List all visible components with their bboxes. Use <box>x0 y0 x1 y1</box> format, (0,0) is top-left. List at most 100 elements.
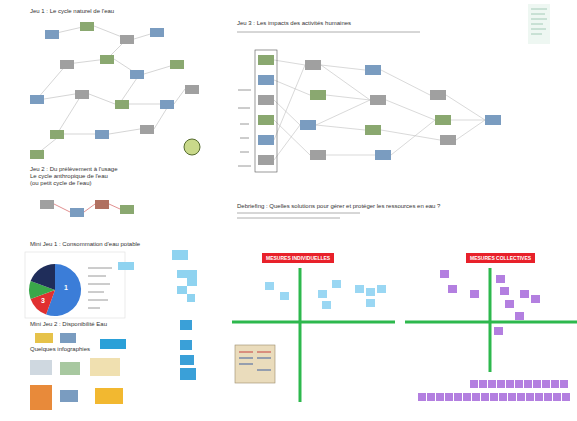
sticky-note <box>470 290 479 298</box>
sticky-note <box>463 393 471 401</box>
sticky-note <box>377 285 386 293</box>
section-heading: Quelques infographies <box>30 346 90 353</box>
section-heading: (ou petit cycle de l'eau) <box>30 180 92 187</box>
photo <box>70 208 84 217</box>
link <box>391 120 435 155</box>
photo <box>440 135 456 145</box>
text-line <box>237 32 420 33</box>
legend-lines <box>88 268 112 308</box>
cycle-links <box>37 26 185 154</box>
image <box>60 390 78 402</box>
link <box>316 125 365 130</box>
text-line <box>88 292 104 293</box>
photo <box>258 135 274 145</box>
section-heading: Jeu 1 : Le cycle naturel de l'eau <box>30 8 114 15</box>
image <box>30 360 52 375</box>
photo <box>120 205 134 214</box>
pie-slice <box>31 264 55 290</box>
photo <box>305 60 321 70</box>
photo <box>258 75 274 85</box>
link <box>316 100 370 125</box>
link <box>89 94 115 104</box>
photo <box>95 200 109 209</box>
box-label: MESURES INDIVIDUELLES <box>266 255 330 261</box>
text-line <box>88 276 106 277</box>
link <box>64 134 95 135</box>
link <box>386 100 435 120</box>
photo <box>100 55 114 64</box>
sticky-note <box>118 262 134 270</box>
link <box>381 70 430 95</box>
photo <box>435 115 451 125</box>
photo <box>80 22 94 31</box>
sticky-note <box>560 380 568 388</box>
section-heading: Jeu 2 : Du prélèvement à l'usage <box>30 166 118 173</box>
text-line <box>240 152 249 153</box>
collective-stickies <box>440 270 540 335</box>
image <box>90 358 120 376</box>
chart-frame <box>25 252 125 318</box>
sticky-note <box>187 278 197 286</box>
sticky-note <box>454 393 462 401</box>
sticky-note <box>526 393 534 401</box>
photo <box>130 70 144 79</box>
category-box: MESURES INDIVIDUELLES <box>262 253 334 263</box>
photo <box>300 120 316 130</box>
link <box>154 108 167 129</box>
category-box: MESURES COLLECTIVES <box>466 253 535 263</box>
notebook-lines <box>239 352 271 370</box>
note-panel <box>528 4 550 44</box>
text-line <box>237 213 360 214</box>
image <box>60 333 76 343</box>
photo <box>120 35 134 44</box>
sticky-note <box>520 290 529 298</box>
link <box>274 100 300 125</box>
sticky-note <box>318 290 327 298</box>
photo <box>370 95 386 105</box>
sticky-note <box>500 287 509 295</box>
text-line <box>238 108 250 109</box>
link <box>446 95 485 120</box>
link <box>451 120 485 121</box>
sticky-note <box>187 270 197 278</box>
individual-stickies <box>265 280 386 309</box>
photo <box>485 115 501 125</box>
link <box>321 65 370 100</box>
infographics <box>30 333 123 410</box>
link <box>84 204 95 212</box>
photo <box>40 200 54 209</box>
link <box>321 65 365 70</box>
image <box>60 362 80 375</box>
collective-sticky-grid <box>418 380 570 401</box>
sticky-note <box>366 299 375 307</box>
text-line <box>531 29 546 30</box>
axis <box>232 321 395 324</box>
sticky-note <box>448 285 457 293</box>
section-heading: Mini Jeu 2 : Disponibilité Eau <box>30 321 107 328</box>
impact-photos <box>258 55 501 165</box>
photo <box>115 100 129 109</box>
section-heading: Jeu 3 : Les impacts des activités humain… <box>237 20 351 27</box>
link <box>274 125 300 160</box>
axis <box>489 268 492 372</box>
sticky-note <box>515 312 524 320</box>
photo <box>30 95 44 104</box>
photo <box>30 150 44 159</box>
row-captions <box>237 32 420 218</box>
sticky-note <box>172 250 188 260</box>
sticky-note <box>488 380 496 388</box>
text-line <box>531 24 543 25</box>
photo-cards <box>30 22 200 159</box>
text-line <box>239 358 253 359</box>
sticky-note <box>470 380 478 388</box>
link <box>174 89 185 104</box>
image <box>35 333 53 343</box>
sticky-note <box>265 282 274 290</box>
map-image <box>30 385 52 410</box>
sticky-note <box>177 270 187 278</box>
impact-links <box>274 60 485 160</box>
photo <box>258 55 274 65</box>
text-line <box>531 19 547 20</box>
sticky-note <box>355 285 364 293</box>
usage-cycle <box>40 200 134 217</box>
